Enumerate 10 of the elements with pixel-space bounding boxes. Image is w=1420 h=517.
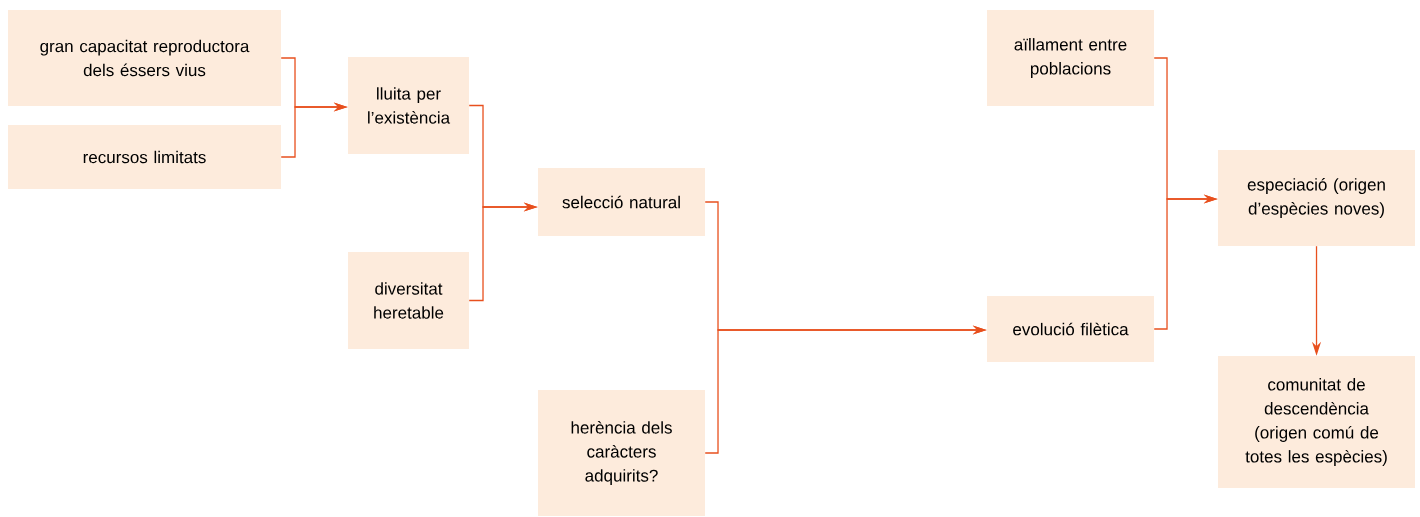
process-box: diversitat heretable: [348, 252, 469, 349]
process-box: herència dels caràcters adquirits?: [538, 390, 705, 516]
process-box: gran capacitat reproductora dels éssers vius: [8, 10, 281, 106]
process-box: comunitat de descendència (origen comú de totes les espècies): [1218, 356, 1415, 488]
process-box: evolució filètica: [987, 296, 1154, 362]
process-box: especiació (origen d’espècies noves): [1218, 150, 1415, 246]
process-box: aïllament entre poblacions: [987, 10, 1154, 106]
process-box: recursos limitats: [8, 125, 281, 189]
process-box: selecció natural: [538, 168, 705, 236]
process-box: lluita per l’existència: [348, 57, 469, 154]
